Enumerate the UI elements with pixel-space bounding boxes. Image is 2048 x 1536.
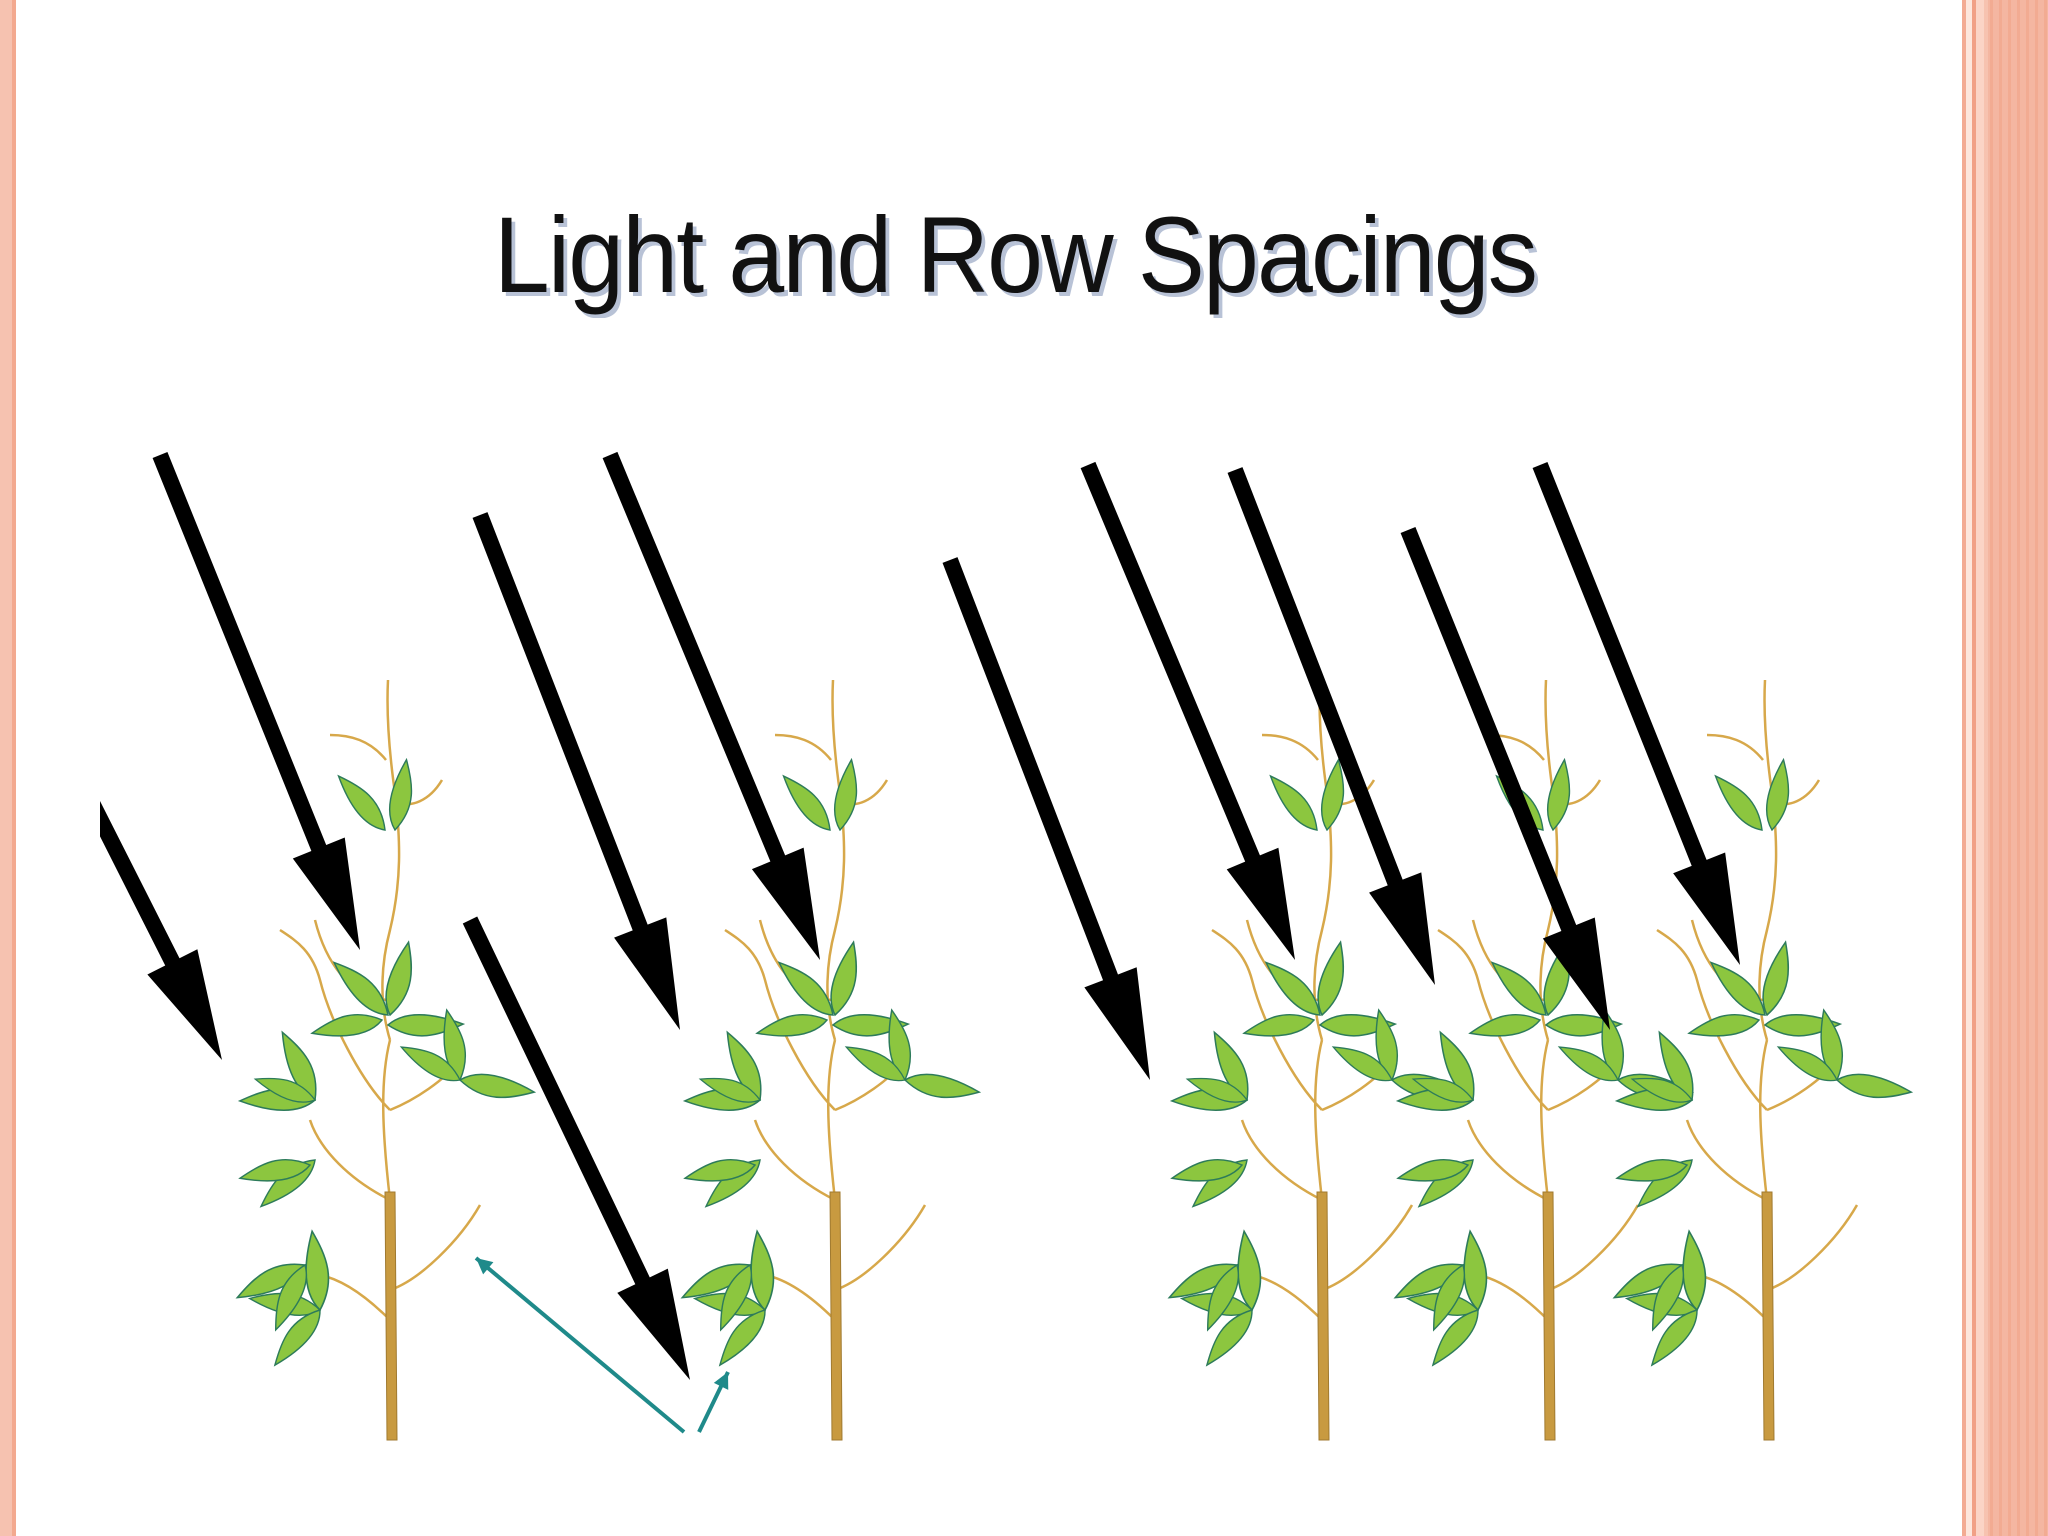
leaf [311,1005,384,1046]
plant-branch [1685,1119,1768,1202]
plant-branch [724,928,836,1111]
plant [1392,679,1693,1441]
plant-branch [1539,679,1559,1041]
plant-branch [753,1119,836,1202]
plant-branch [826,1039,837,1201]
plant-branch [1758,679,1778,1041]
leaf [1637,1307,1711,1366]
plant-branch [1477,1273,1549,1321]
slide-frame-left [0,0,16,1536]
plant-branch [1437,928,1549,1111]
plant-stem [384,1191,398,1441]
plant-branch [1321,1204,1414,1292]
plant [1166,679,1467,1441]
plant-stem [829,1191,843,1441]
light-arrow [1400,527,1610,1030]
plant-stem [1761,1191,1775,1441]
plant-branch [1313,1039,1324,1201]
light-arrow [152,452,360,950]
plant-branch [389,1204,482,1292]
leaf [1688,1005,1761,1046]
plant [234,679,535,1441]
light-arrow [1532,462,1740,965]
plant-branch [1547,1204,1640,1292]
plant-branch [319,1273,391,1321]
slide-frame-right [1958,0,2048,1536]
light-arrow [1080,461,1295,960]
plant-branch [1539,1039,1550,1201]
light-arrows-layer [100,451,1740,1380]
light-arrow [942,557,1150,1080]
leaf [458,1056,535,1118]
leaf [1469,1005,1542,1046]
plant-branch [1656,928,1768,1111]
leaf [1192,1307,1266,1366]
plant-branch [764,1273,836,1321]
plant-branch [774,733,832,761]
plants-layer [234,679,1912,1441]
plant-branch [381,1039,392,1201]
plant-branch [826,679,846,1041]
plant-branch [1211,928,1323,1111]
plant [1611,679,1912,1441]
plant-branch [1240,1119,1323,1202]
plant-branch [308,1119,391,1202]
light-arrow [602,451,820,960]
plant-branch [1251,1273,1323,1321]
plant-branch [1766,1204,1859,1292]
leaf [705,1307,779,1366]
plant-stem [1316,1191,1330,1441]
leaf [1835,1056,1912,1118]
reflected-light-arrow [474,1256,686,1434]
slide-title: Light and Row Spacings [493,194,1538,315]
reflected-light-layer [474,1256,730,1434]
leaf [1269,766,1320,840]
plant-branch [834,1204,927,1292]
leaf [903,1056,980,1118]
leaf [1418,1307,1492,1366]
light-arrow [1227,467,1435,986]
plant-branch [1261,733,1319,761]
plant-branch [1706,733,1764,761]
light-arrow [462,916,690,1380]
plant-branch [1696,1273,1768,1321]
plant-branch [1466,1119,1549,1202]
leaf [260,1307,334,1366]
plant-branch [1758,1039,1769,1201]
reflected-light-arrowhead [476,1258,494,1275]
leaf [756,1005,829,1046]
plant-branch [381,679,401,1041]
reflected-light-arrowhead [713,1372,729,1390]
plant-branch [279,928,391,1111]
leaf [782,766,833,840]
plant-stem [1542,1191,1556,1441]
plant [679,679,980,1441]
leaf [1714,766,1765,840]
plant-branch [329,733,387,761]
light-arrow [100,800,222,1060]
leaf [337,766,388,840]
light-arrow [472,512,680,1030]
plant-branch [1313,679,1333,1041]
leaf [1243,1005,1316,1046]
